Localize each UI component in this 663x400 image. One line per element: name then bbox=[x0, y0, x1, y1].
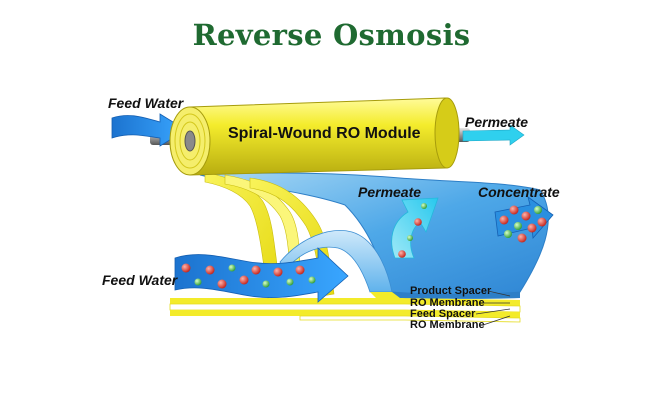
feed-particles bbox=[181, 263, 316, 289]
feed-water-top-label: Feed Water bbox=[108, 95, 185, 111]
product-spacer-label: Product Spacer bbox=[410, 285, 492, 297]
ro-module-cylinder bbox=[169, 97, 460, 176]
membrane-layer-stack bbox=[169, 298, 521, 323]
feed-water-bottom-arrow bbox=[174, 247, 349, 303]
concentrate-particles bbox=[499, 205, 547, 243]
module-label: Spiral-Wound RO Module bbox=[228, 125, 421, 142]
permeate-right-arrow bbox=[462, 124, 525, 146]
blue-membrane-sheet bbox=[199, 172, 549, 295]
feed-spacer-label: Feed Spacer bbox=[410, 308, 476, 320]
permeate-top-label: Permeate bbox=[465, 114, 528, 130]
diagram-title: Reverse Osmosis bbox=[192, 18, 471, 52]
permeate-particles bbox=[398, 203, 427, 258]
concentrate-label: Concentrate bbox=[478, 184, 560, 200]
permeate-mid-label: Permeate bbox=[358, 184, 421, 200]
permeate-up-arrow bbox=[391, 197, 439, 259]
ro-membrane-label-2: RO Membrane bbox=[410, 319, 485, 331]
feed-water-bottom-label: Feed Water bbox=[102, 272, 179, 288]
ro-membrane-label-1: RO Membrane bbox=[410, 297, 485, 309]
membrane-curl bbox=[279, 230, 393, 293]
layer-leader-lines bbox=[475, 290, 511, 326]
